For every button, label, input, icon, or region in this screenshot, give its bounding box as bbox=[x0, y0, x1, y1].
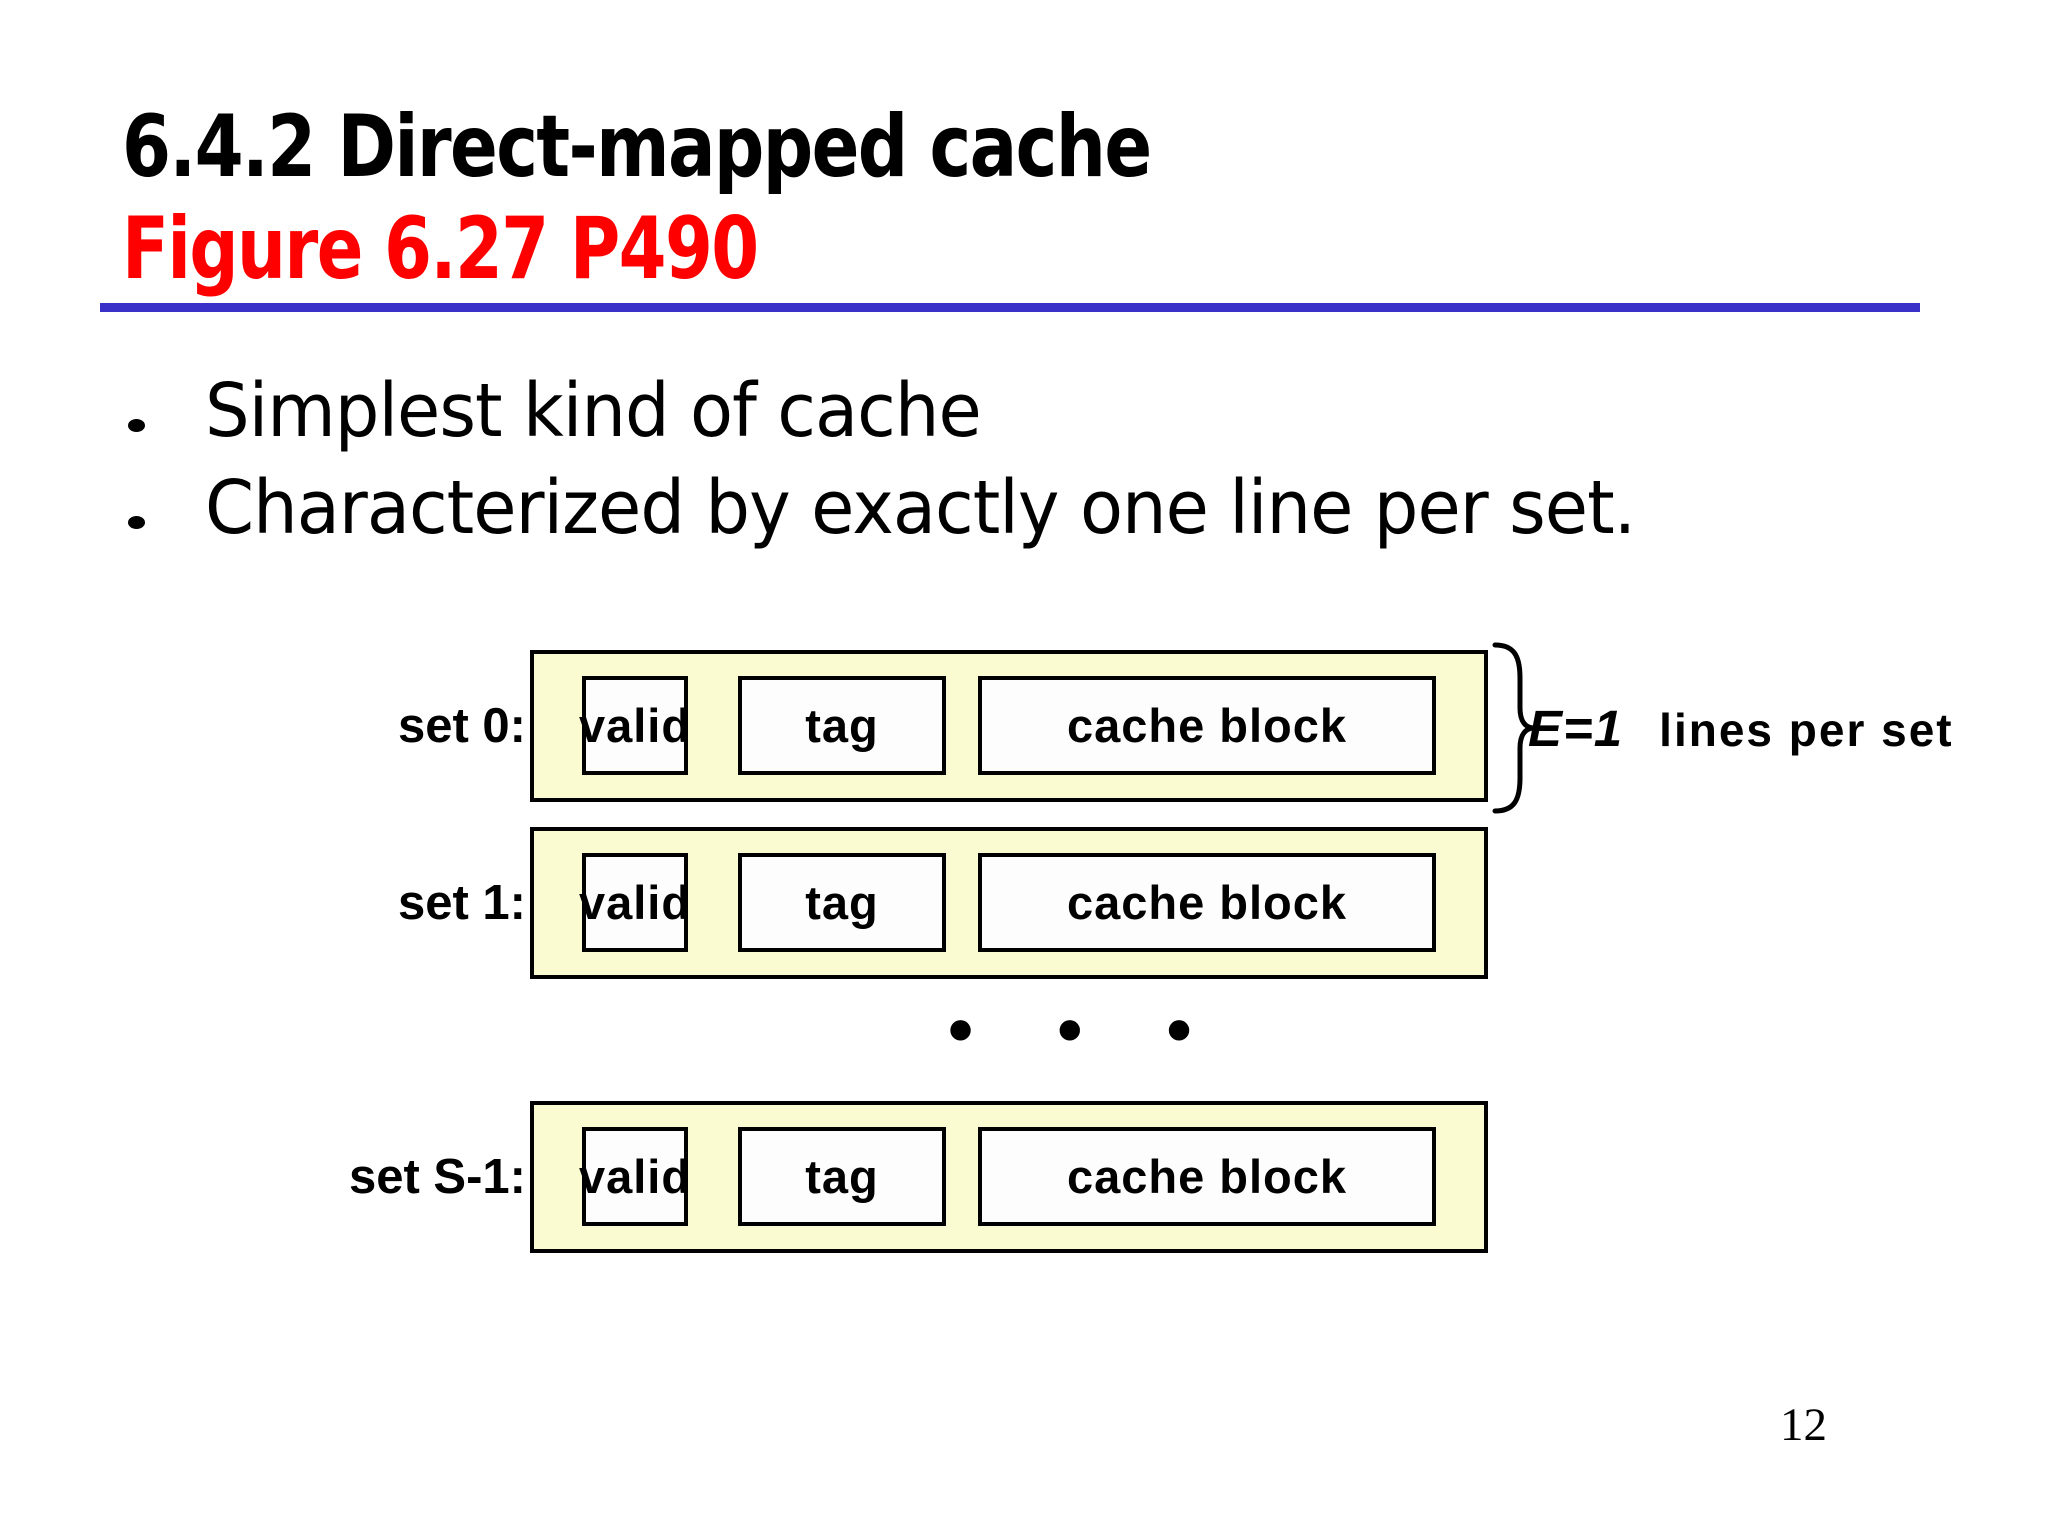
valid-cell-label: valid bbox=[578, 1150, 692, 1203]
lines-per-set-note: E=1 lines per set bbox=[1528, 699, 1954, 758]
valid-cell-label: valid bbox=[578, 876, 692, 929]
tag-cell-label: tag bbox=[805, 876, 879, 929]
page-number: 12 bbox=[1780, 1399, 1827, 1451]
valid-cell: valid bbox=[578, 853, 692, 952]
set-label: set 0: bbox=[397, 699, 526, 753]
set-label: set 1: bbox=[397, 876, 526, 930]
cache-set-row: valid tag cache block bbox=[530, 827, 1488, 979]
set-label: set S-1: bbox=[348, 1150, 526, 1204]
cache-set-row: valid tag cache block bbox=[530, 1101, 1488, 1253]
bullet-dot bbox=[128, 419, 145, 432]
e-equals-value: E=1 bbox=[1528, 700, 1624, 757]
tag-cell: tag bbox=[738, 676, 946, 775]
slide-title: 6.4.2 Direct-mapped cache bbox=[122, 97, 1152, 197]
ellipsis-dots: • • • bbox=[942, 998, 1224, 1066]
divider-rule bbox=[100, 303, 1920, 312]
tag-cell-label: tag bbox=[805, 699, 879, 752]
cache-block-cell: cache block bbox=[978, 676, 1436, 775]
cache-block-cell-label: cache block bbox=[1066, 699, 1348, 752]
cache-block-cell: cache block bbox=[978, 1127, 1436, 1226]
valid-cell: valid bbox=[578, 676, 692, 775]
tag-cell-label: tag bbox=[805, 1150, 879, 1203]
valid-cell-label: valid bbox=[578, 699, 692, 752]
right-brace-icon bbox=[1492, 642, 1535, 814]
tag-cell: tag bbox=[738, 1127, 946, 1226]
cache-block-cell: cache block bbox=[978, 853, 1436, 952]
slide-subtitle: Figure 6.27 P490 bbox=[122, 199, 759, 299]
cache-block-cell-label: cache block bbox=[1066, 1150, 1348, 1203]
bullet-item: Characterized by exactly one line per se… bbox=[205, 465, 1636, 551]
bullet-item: Simplest kind of cache bbox=[205, 368, 982, 454]
bullet-dot bbox=[128, 516, 145, 529]
lines-per-set-label: lines per set bbox=[1659, 704, 1954, 756]
tag-cell: tag bbox=[738, 853, 946, 952]
cache-set-row: valid tag cache block bbox=[530, 650, 1488, 802]
cache-block-cell-label: cache block bbox=[1066, 876, 1348, 929]
valid-cell: valid bbox=[578, 1127, 692, 1226]
